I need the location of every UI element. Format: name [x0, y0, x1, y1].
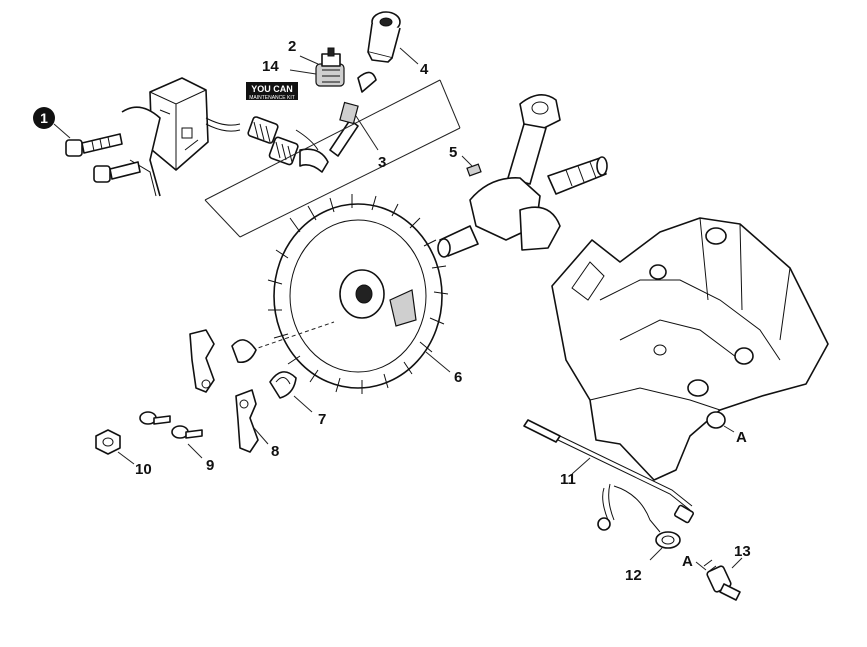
centerline — [251, 321, 335, 351]
callout-1: 1 — [33, 107, 71, 139]
ignition-wire — [205, 117, 319, 151]
callout-14: 14 — [262, 58, 279, 75]
leader-14 — [289, 69, 317, 75]
callout-8: 8 — [271, 443, 279, 460]
boot-tube — [299, 119, 359, 173]
leader-13 — [731, 557, 743, 569]
spark-plug[interactable] — [315, 47, 345, 87]
callout-9: 9 — [206, 457, 214, 474]
switch-harness[interactable] — [597, 483, 681, 549]
terminal-clip — [339, 71, 377, 125]
callout-12: 12 — [625, 567, 642, 584]
screw-icon[interactable] — [139, 411, 203, 439]
screw-icon[interactable] — [65, 133, 141, 183]
pawl-spring — [231, 339, 297, 399]
ground-wire[interactable] — [523, 419, 694, 524]
callout-6: 6 — [454, 369, 462, 386]
callout-7: 7 — [318, 411, 326, 428]
callout-4: 4 — [420, 61, 429, 78]
leader-7 — [293, 395, 313, 413]
leader-4 — [399, 47, 419, 65]
callout-2: 2 — [288, 38, 296, 55]
svg-text:MAINTENANCE KIT: MAINTENANCE KIT — [249, 95, 295, 101]
leader-8 — [253, 427, 269, 445]
crankshaft[interactable] — [437, 94, 608, 258]
callout-5: 5 — [449, 144, 457, 161]
leader-12 — [649, 547, 663, 561]
callout-11: 11 — [560, 471, 576, 488]
spring-connector — [247, 116, 299, 166]
callout-13: 13 — [734, 543, 751, 560]
leader-5 — [461, 155, 473, 167]
callout-10: 10 — [135, 461, 152, 478]
ignition-coil[interactable] — [121, 77, 209, 197]
svg-text:1: 1 — [40, 110, 48, 126]
svg-text:A: A — [736, 429, 747, 446]
callout-3: 3 — [378, 154, 386, 171]
leader-10 — [117, 451, 135, 465]
marker-a-crankcase: A — [723, 425, 747, 446]
marker-a-switch: A — [682, 553, 707, 571]
group-bracket — [204, 79, 461, 238]
pawl-left[interactable] — [189, 329, 215, 393]
svg-text:A: A — [682, 553, 693, 570]
spark-plug-boot[interactable] — [367, 11, 401, 63]
leader-9 — [187, 443, 203, 459]
leader-11 — [571, 457, 591, 475]
leader-2 — [299, 55, 319, 65]
flange-nut[interactable] — [95, 429, 121, 455]
svg-text:YOU CAN: YOU CAN — [251, 84, 293, 94]
stop-switch[interactable] — [703, 559, 741, 601]
pawl-right[interactable] — [235, 389, 259, 453]
leader-6 — [425, 351, 451, 373]
flywheel[interactable] — [267, 194, 449, 394]
maintenance-kit-badge: YOU CAN MAINTENANCE KIT — [246, 82, 298, 101]
crankcase[interactable] — [551, 217, 829, 481]
